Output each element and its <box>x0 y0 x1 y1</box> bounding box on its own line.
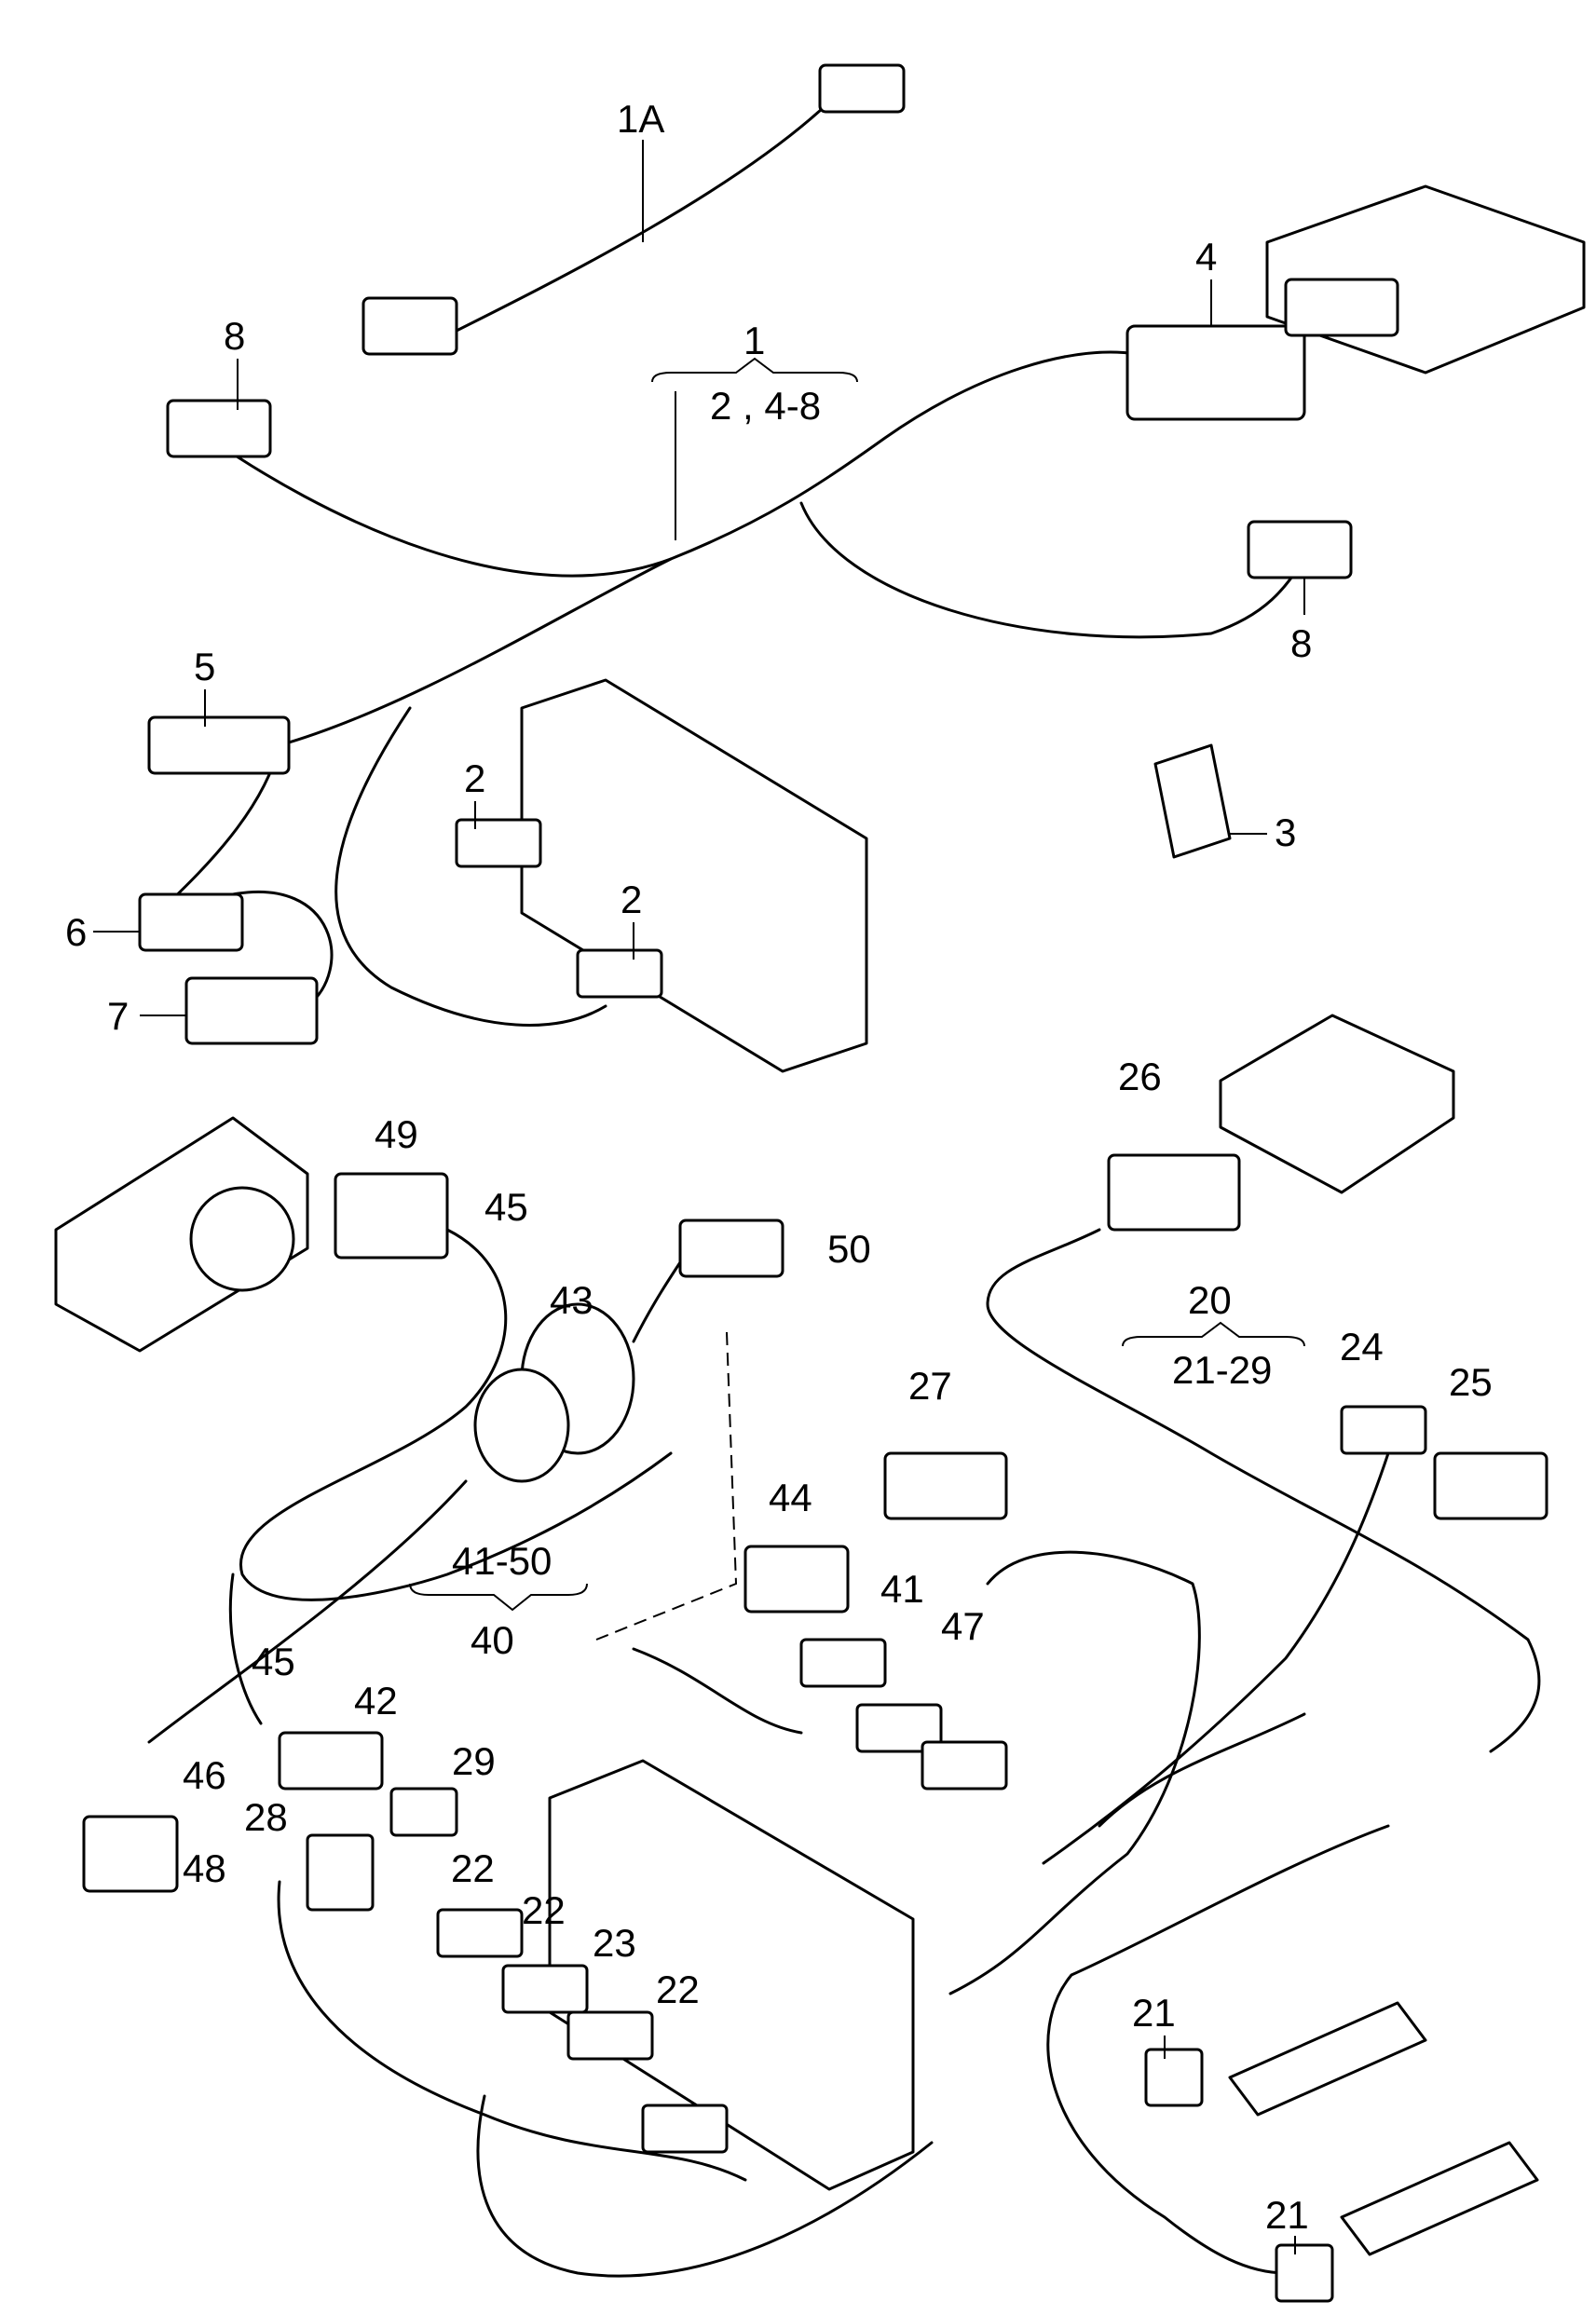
callout-2b: 2 <box>621 878 642 921</box>
callout-27: 27 <box>908 1364 952 1408</box>
callout-23: 23 <box>593 1921 636 1965</box>
callout-22c: 22 <box>656 1968 700 2011</box>
bracket-20 <box>1122 1321 1305 1347</box>
callout-20: 20 <box>1188 1278 1232 1322</box>
callout-7: 7 <box>107 994 129 1038</box>
callout-49: 49 <box>375 1112 418 1156</box>
callout-48: 48 <box>183 1846 226 1890</box>
callout-41: 41 <box>880 1567 924 1611</box>
callout-24: 24 <box>1340 1325 1384 1369</box>
callout-21a: 21 <box>1132 1991 1176 2035</box>
callout-6: 6 <box>65 910 87 954</box>
callout-2a: 2 <box>464 756 485 800</box>
bracket-1 <box>651 357 858 383</box>
callout-43: 43 <box>550 1278 593 1322</box>
callout-46: 46 <box>183 1753 226 1797</box>
callout-44: 44 <box>769 1476 812 1519</box>
callout-45a: 45 <box>484 1185 528 1229</box>
callout-40-range: 41-50 <box>452 1539 552 1583</box>
harness-40 <box>54 1116 784 1893</box>
callout-5: 5 <box>194 645 215 688</box>
callout-3: 3 <box>1275 810 1296 854</box>
callout-25: 25 <box>1449 1360 1493 1404</box>
relay-box-lower <box>277 1759 934 2278</box>
callout-40: 40 <box>471 1618 514 1662</box>
callout-22a: 22 <box>451 1846 495 1890</box>
leader-lines <box>93 140 1305 2254</box>
callout-50: 50 <box>827 1227 871 1271</box>
callout-4: 4 <box>1195 235 1217 279</box>
callout-42: 42 <box>354 1679 398 1723</box>
callout-21b: 21 <box>1265 2193 1309 2237</box>
callout-22b: 22 <box>522 1888 566 1932</box>
callout-20-range: 21-29 <box>1172 1348 1272 1392</box>
callout-1-range: 2 , 4-8 <box>710 384 821 428</box>
harness-20 <box>632 1014 1548 2303</box>
bracket-40 <box>409 1583 588 1612</box>
callout-47: 47 <box>941 1604 985 1648</box>
callout-1A: 1A <box>617 97 664 141</box>
callout-29: 29 <box>452 1739 496 1783</box>
callout-labels: 1A 1 2 , 4-8 8 8 4 5 2 2 3 6 7 26 49 45 … <box>65 97 1493 2237</box>
callout-28: 28 <box>244 1795 288 1839</box>
callout-8b: 8 <box>1290 621 1312 665</box>
harness-1 <box>138 63 1586 1073</box>
callout-1: 1 <box>743 319 765 362</box>
callout-8a: 8 <box>224 314 245 358</box>
callout-26: 26 <box>1118 1055 1162 1098</box>
callout-45b: 45 <box>252 1640 295 1683</box>
